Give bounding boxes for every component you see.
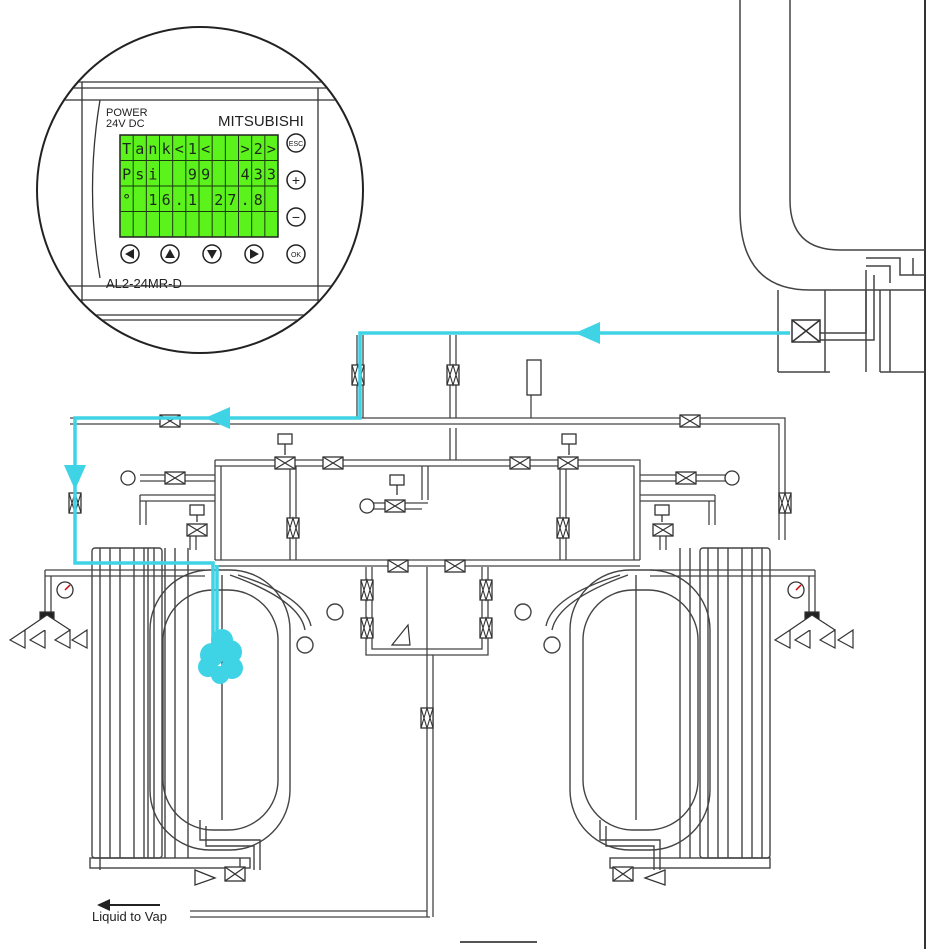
brand-label: MITSUBISHI [218, 113, 304, 130]
center-gauge [390, 623, 411, 646]
valve[interactable] [360, 616, 374, 640]
lcd-char: 4 [241, 166, 250, 184]
plc-arrow-right-button[interactable] [244, 244, 264, 264]
lcd-char: ° [122, 191, 131, 209]
lcd-char: . [175, 191, 184, 209]
lcd-char: < [175, 140, 184, 158]
valve[interactable] [778, 491, 792, 515]
valve[interactable] [186, 523, 208, 537]
valve[interactable] [556, 516, 570, 540]
lcd-char: i [148, 166, 157, 184]
valve[interactable] [322, 456, 344, 470]
left-drain-valves[interactable] [194, 866, 246, 886]
lcd-char: < [201, 140, 210, 158]
plc-side-buttons: ESC + − OK [286, 133, 306, 264]
plc-button-ok[interactable]: OK [286, 244, 306, 264]
valve[interactable] [286, 516, 300, 540]
vessel-outlet-valve[interactable] [791, 319, 821, 343]
valve[interactable] [557, 456, 579, 470]
liquid-to-vap-arrow [97, 899, 160, 911]
lcd-grid [120, 135, 278, 237]
plc-arrow-up-button[interactable] [160, 244, 180, 264]
plc-arrow-down-button[interactable] [202, 244, 222, 264]
relief-valves-right [773, 611, 854, 649]
lcd-char: > [267, 140, 276, 158]
storage-vessel [739, 0, 925, 373]
voltage-label: 24V DC [106, 118, 145, 130]
lcd-char: 2 [254, 140, 263, 158]
valve[interactable] [679, 414, 701, 428]
arrow-down-icon [207, 250, 217, 259]
svg-text:−: − [292, 209, 300, 225]
plc-button-esc[interactable]: ESC [286, 133, 306, 153]
lcd-char: n [148, 140, 157, 158]
liquid-flow-path [73, 331, 790, 645]
valve[interactable] [274, 456, 296, 470]
lcd-char: 7 [227, 191, 236, 209]
arrow-left-icon [125, 249, 134, 259]
valve[interactable] [652, 523, 674, 537]
left-tank [89, 547, 344, 870]
liquid-to-vap-label: Liquid to Vap [92, 909, 167, 924]
lcd-char: k [162, 140, 171, 158]
pressure-gauge-right [787, 581, 805, 599]
plc-button-minus[interactable]: − [286, 207, 306, 227]
liquid-splash [198, 629, 243, 684]
valve[interactable] [360, 578, 374, 602]
plc-arrow-buttons [120, 244, 264, 264]
lcd-char: . [241, 191, 250, 209]
lcd-char: 9 [201, 166, 210, 184]
lcd-char: 1 [148, 191, 157, 209]
pressure-gauge-left [56, 581, 74, 599]
valve[interactable] [446, 363, 460, 387]
lcd-char: T [122, 140, 131, 158]
right-tank [514, 547, 771, 870]
lcd-char: 6 [162, 191, 171, 209]
lcd-char: a [135, 140, 144, 158]
lcd-char: 1 [188, 140, 197, 158]
svg-text:OK: OK [291, 252, 301, 259]
lcd-char: 3 [267, 166, 276, 184]
lcd-char: P [122, 166, 131, 184]
plc-arrow-left-button[interactable] [120, 244, 140, 264]
power-label: POWER [106, 107, 148, 119]
lcd-char: 2 [214, 191, 223, 209]
arrow-up-icon [165, 249, 175, 258]
valve[interactable] [479, 616, 493, 640]
svg-text:+: + [292, 172, 300, 188]
valve[interactable] [444, 559, 466, 573]
right-drain-valves[interactable] [612, 866, 666, 886]
model-label: AL2-24MR-D [106, 276, 182, 291]
flow-arrows [64, 322, 600, 490]
svg-text:ESC: ESC [289, 141, 303, 148]
lcd-char: 1 [188, 191, 197, 209]
relief-valves-left [8, 611, 88, 649]
lcd-char: 9 [188, 166, 197, 184]
arrow-right-icon [250, 249, 259, 259]
lcd-char: s [135, 166, 144, 184]
valve[interactable] [479, 578, 493, 602]
lcd-char: > [241, 140, 250, 158]
valve[interactable] [164, 471, 186, 485]
lcd-char: 8 [254, 191, 263, 209]
valve[interactable] [675, 471, 697, 485]
pressure-regulators [120, 359, 740, 522]
valve[interactable] [384, 499, 406, 513]
valve[interactable] [387, 559, 409, 573]
valve[interactable] [509, 456, 531, 470]
plc-button-plus[interactable]: + [286, 170, 306, 190]
lcd-char: 3 [254, 166, 263, 184]
valve[interactable] [420, 706, 434, 730]
valve[interactable] [351, 363, 365, 387]
